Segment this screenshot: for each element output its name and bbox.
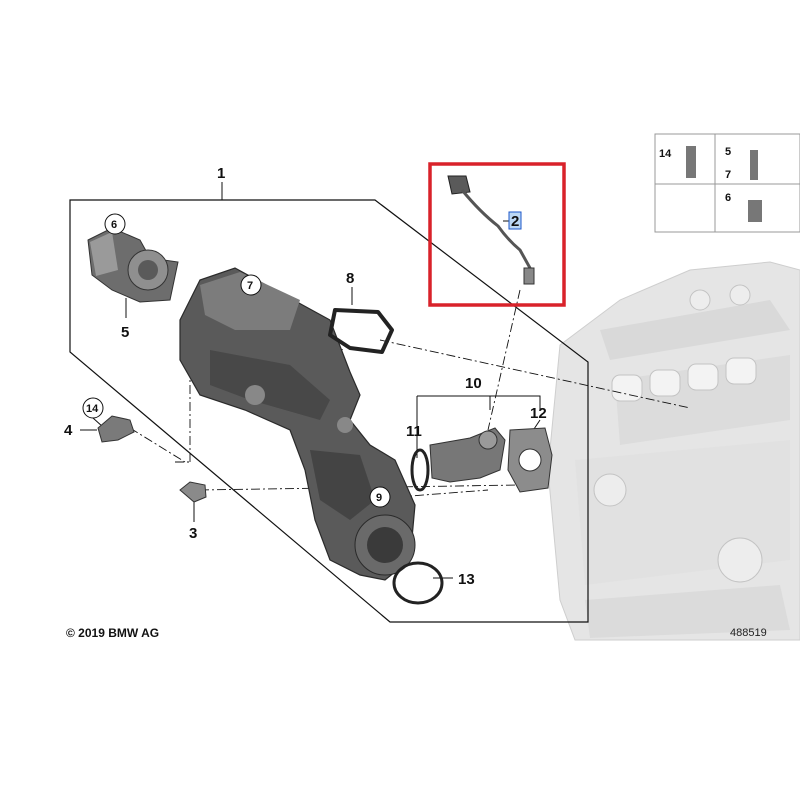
o-ring-part-11 [410, 448, 430, 492]
callout-4: 4 [64, 422, 73, 439]
callout-9-circle [369, 486, 391, 508]
o-ring-part-13 [392, 561, 444, 605]
callout-14-circle [82, 397, 104, 419]
callout-5: 5 [121, 324, 129, 341]
callout-13: 13 [458, 571, 475, 588]
drawing-number: 488519 [730, 627, 767, 639]
highlight-box [428, 162, 566, 307]
sensor-part-2 [447, 175, 535, 285]
actuator-unit [87, 227, 179, 303]
callout-10: 10 [465, 375, 482, 392]
clip-part-3 [179, 481, 207, 503]
callout-7: 7 [247, 280, 253, 292]
legend-row2: 7 [725, 169, 731, 181]
sensor-part-4 [97, 415, 135, 443]
valve-part-10 [429, 427, 506, 483]
legend-row1b: 5 [725, 146, 731, 158]
callout-6-circle [104, 213, 126, 235]
callout-11: 11 [406, 423, 422, 440]
assembly-outline [69, 199, 589, 623]
callout-1: 1 [217, 165, 225, 182]
callout-12: 12 [530, 405, 547, 422]
callout-8: 8 [346, 270, 354, 287]
callout-14: 14 [86, 403, 99, 415]
engine-block-ghost [547, 261, 800, 641]
copyright-notice: © 2019 BMW AG [66, 626, 160, 640]
intake-manifold [179, 267, 416, 581]
callout-6: 6 [111, 219, 117, 231]
callout-3: 3 [189, 525, 197, 542]
callout-2-highlight [508, 211, 522, 230]
callout-2[interactable]: 2 [511, 213, 519, 230]
hardware-legend [654, 133, 800, 233]
callout-9: 9 [376, 492, 382, 504]
seal-part-8 [328, 308, 394, 354]
callout-7-circle [240, 274, 262, 296]
gasket-part-12 [507, 427, 553, 493]
legend-row3: 6 [725, 192, 731, 204]
legend-row1a: 14 [659, 148, 672, 160]
